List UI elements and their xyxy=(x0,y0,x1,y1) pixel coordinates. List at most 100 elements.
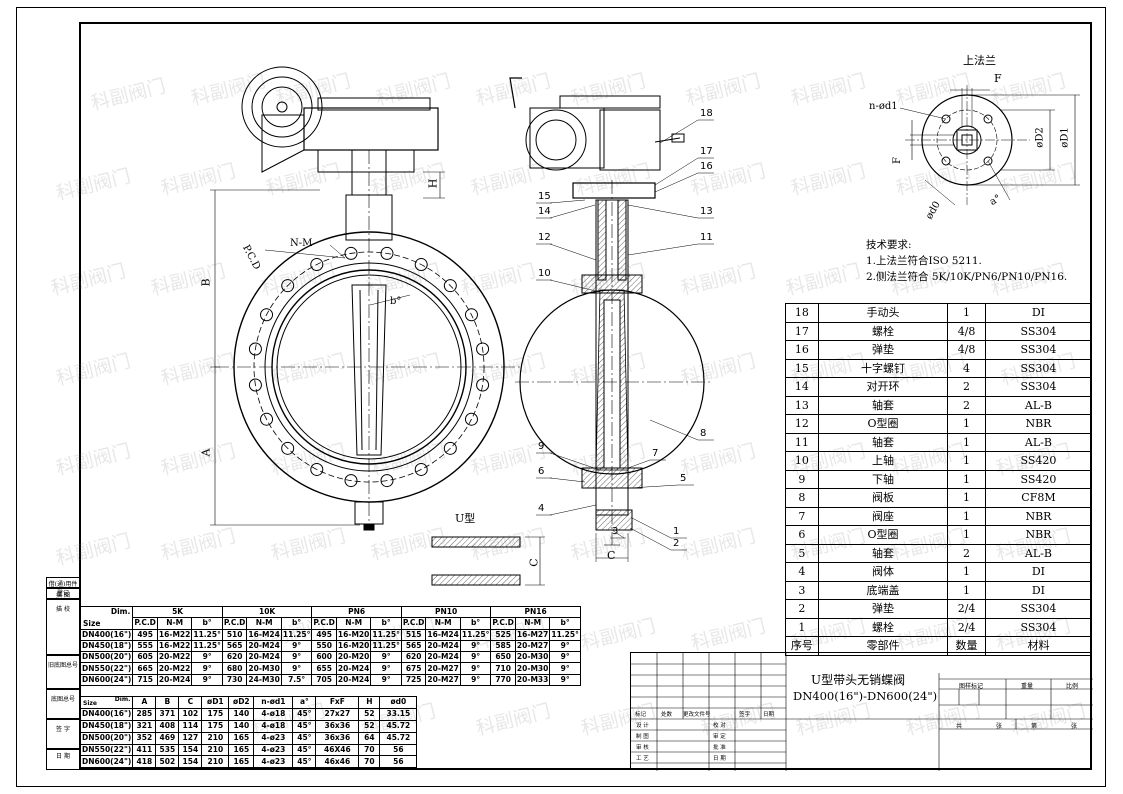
table-cell: 70 xyxy=(358,755,381,769)
label-side-c: C xyxy=(607,549,616,562)
table-cell: DN400(16") xyxy=(79,628,134,641)
table-cell: 16-M22 xyxy=(156,639,193,653)
table-cell: 2 xyxy=(947,395,986,415)
revision-label: 日期 xyxy=(763,712,775,718)
leader-line-14 xyxy=(549,204,596,219)
title-block-header: 比例 xyxy=(1066,683,1079,690)
table-cell: 序号 xyxy=(785,636,819,656)
table-cell: 555 xyxy=(132,639,158,653)
table-cell: 9° xyxy=(280,639,313,653)
table-cell: 9° xyxy=(459,651,492,664)
table-cell: SS304 xyxy=(984,617,1093,637)
table-cell: 4 xyxy=(785,562,819,582)
table-cell: 2/4 xyxy=(947,599,986,619)
leader-line-17 xyxy=(654,157,699,186)
leader-line-12 xyxy=(549,243,597,261)
flange-bolt-hole xyxy=(443,441,457,455)
sub-header: N-M xyxy=(335,617,372,630)
table-cell: 56 xyxy=(379,755,418,769)
label-n-d1: n-ød1 xyxy=(869,101,898,112)
table-cell: 3 xyxy=(785,580,819,600)
table-cell: 8 xyxy=(785,488,819,508)
sheet-label: 第 xyxy=(1031,723,1038,730)
flange-bolt-hole xyxy=(248,342,262,356)
table-cell: 9° xyxy=(549,662,581,675)
table-cell: 1 xyxy=(947,451,986,471)
corner-size: Size xyxy=(83,618,101,628)
table-cell: 56 xyxy=(379,743,418,757)
callout-16: 16 xyxy=(700,161,713,172)
table-cell: 525 xyxy=(490,628,516,641)
leader-line-2 xyxy=(629,527,672,551)
table-cell: DI xyxy=(984,303,1093,323)
corner-dim: Dim. xyxy=(114,696,131,703)
table-cell: 154 xyxy=(178,743,203,757)
tech-heading: 技术要求: xyxy=(866,239,912,251)
table-cell: DN550(22") xyxy=(79,662,134,675)
table-cell: 154 xyxy=(178,755,203,769)
sub-header: P.C.D xyxy=(400,617,427,630)
callout-11: 11 xyxy=(700,232,713,243)
title-block-header: 重量 xyxy=(1021,683,1034,690)
sub-header: N-M xyxy=(425,617,461,630)
table-cell: NBR xyxy=(984,525,1093,545)
table-cell: 46x46 xyxy=(315,755,360,769)
table-cell: 1 xyxy=(785,617,819,637)
sub-header: b° xyxy=(370,617,402,630)
table-cell: 495 xyxy=(311,628,337,641)
table-cell: O型圈 xyxy=(817,525,949,545)
table-cell: 20-M27 xyxy=(425,662,461,675)
callout-13: 13 xyxy=(700,206,713,217)
flange-bolt-hole xyxy=(464,308,478,322)
table-cell: SS304 xyxy=(984,340,1093,360)
table-cell: DN600(24") xyxy=(79,755,134,769)
callout-18: 18 xyxy=(700,108,713,119)
table-cell: 52 xyxy=(358,707,381,721)
column-header: øD2 xyxy=(228,696,255,709)
table-cell: 665 xyxy=(132,662,158,675)
table-cell: 20-M24 xyxy=(335,662,372,675)
label-f2: F xyxy=(891,157,903,164)
corner-dim: Dim. xyxy=(110,607,131,616)
callout-7: 7 xyxy=(652,448,659,459)
table-cell: SS304 xyxy=(984,377,1093,397)
flange-bolt-hole xyxy=(476,378,490,392)
table-cell: 371 xyxy=(155,707,180,721)
leader-line-3 xyxy=(611,529,625,539)
sheet-label: 张 xyxy=(996,723,1003,730)
role-label: 日 期 xyxy=(713,756,726,762)
drawing-model: DN400(16")-DN600(24") xyxy=(793,689,938,703)
table-cell: 11.25° xyxy=(459,628,492,641)
column-header: FxF xyxy=(315,696,360,709)
table-cell: 502 xyxy=(155,755,180,769)
table-cell: AL-B xyxy=(984,432,1093,452)
column-header: B xyxy=(155,696,180,709)
table-cell: 9° xyxy=(191,662,223,675)
table-cell: 上轴 xyxy=(817,451,949,471)
table-cell: SS420 xyxy=(984,469,1093,489)
table-cell: 18 xyxy=(785,303,819,323)
table-cell: 16-M24 xyxy=(246,628,282,641)
callout-1: 1 xyxy=(673,526,680,537)
sub-header: b° xyxy=(280,617,313,630)
label-b-angle: b° xyxy=(390,296,402,307)
table-cell: 十字螺钉 xyxy=(817,358,949,378)
table-cell: 165 xyxy=(228,743,255,757)
table-cell: 600 xyxy=(311,651,337,664)
table-cell: 52 xyxy=(358,719,381,733)
side-strip-cell: 签 字 xyxy=(46,719,79,749)
table-cell: 565 xyxy=(221,639,248,653)
side-strip-cell: 描 图 xyxy=(46,588,79,599)
revision-label: 处数 xyxy=(661,712,673,718)
table-cell: 16-M24 xyxy=(425,628,461,641)
table-cell: 螺栓 xyxy=(817,617,949,637)
callout-2: 2 xyxy=(673,538,680,549)
role-label: 批 准 xyxy=(713,745,726,751)
table-cell: 20-M27 xyxy=(514,639,551,653)
